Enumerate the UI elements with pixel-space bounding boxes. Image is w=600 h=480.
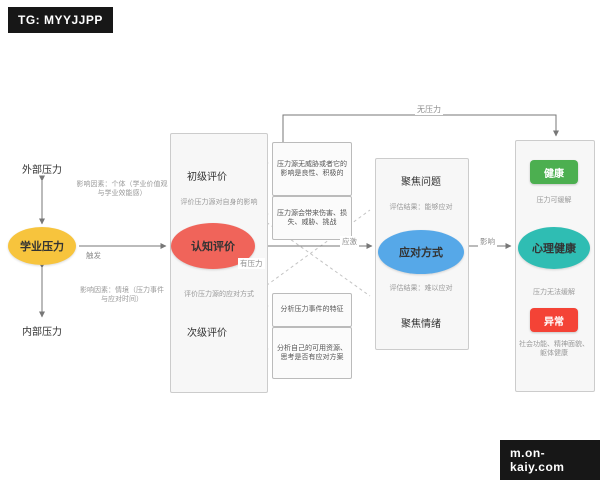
callout-benign-outcome: 压力源无威胁或者它的影响是良性、积极的 — [272, 142, 352, 196]
note-factor-individual: 影响因素：个体（学业价值观与学业效能感） — [76, 181, 168, 198]
watermark-top-left: TG: MYYJJPP — [8, 7, 113, 33]
callout-harm-outcome: 压力源会带来伤害、损失、威胁、挑战 — [272, 196, 352, 240]
node-coping-style: 应对方式 — [378, 230, 464, 274]
node-internal-pressure: 内部压力 — [22, 327, 62, 338]
edge-label-trigger: 触发 — [84, 250, 103, 261]
node-primary-appraisal: 初级评价 — [187, 172, 227, 183]
watermark-bottom-right: m.on-kaiy.com — [500, 440, 600, 480]
node-mental-health: 心理健康 — [518, 227, 590, 269]
note-health-aspects: 社会功能、精神面貌、躯体健康 — [519, 341, 589, 358]
edge-label-has-stress: 有压力 — [238, 258, 265, 269]
note-relieved: 压力可缓解 — [536, 197, 572, 204]
edge-no-stress — [282, 114, 559, 142]
note-can-cope: 评估结果：能够应对 — [389, 204, 453, 211]
node-abnormal: 异常 — [530, 308, 578, 332]
node-healthy: 健康 — [530, 160, 578, 184]
edge-label-stress-response: 应激 — [340, 236, 359, 247]
note-not-relieved: 压力无法缓解 — [533, 289, 575, 296]
edge-harm-emotion — [251, 211, 371, 297]
node-focus-emotion: 聚焦情绪 — [401, 319, 441, 330]
note-secondary-appraisal: 评价压力源的应对方式 — [184, 291, 254, 298]
node-external-pressure: 外部压力 — [22, 165, 62, 176]
note-primary-appraisal: 评价压力源对自身的影响 — [180, 199, 258, 206]
edge-label-influence: 影响 — [478, 236, 497, 247]
node-academic-stress: 学业压力 — [8, 227, 76, 265]
edge-label-no-stress: 无压力 — [415, 104, 443, 115]
note-factor-situation: 影响因素：情境（压力事件与应对时间） — [80, 287, 164, 304]
callout-analyze-resources: 分析自己的可用资源、思考是否有应对方案 — [272, 327, 352, 379]
node-focus-problem: 聚焦问题 — [401, 177, 441, 188]
node-secondary-appraisal: 次级评价 — [187, 328, 227, 339]
callout-analyze-event: 分析压力事件的特征 — [272, 293, 352, 327]
note-hard-cope: 评估结果：难以应对 — [389, 285, 453, 292]
